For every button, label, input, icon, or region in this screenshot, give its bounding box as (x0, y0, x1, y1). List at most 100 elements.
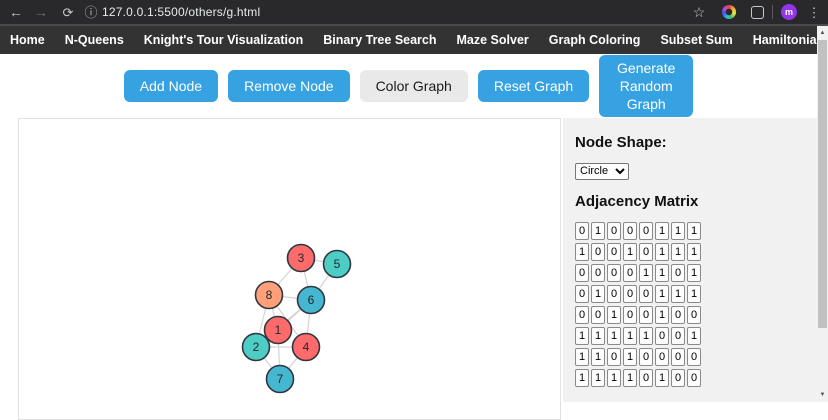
matrix-cell-2-1[interactable] (575, 242, 589, 261)
nav-item-home[interactable]: Home (10, 33, 45, 47)
address-bar[interactable]: 127.0.0.1:5500/others/g.html (102, 5, 261, 19)
scrollbar-up-icon[interactable]: ▲ (819, 30, 826, 36)
matrix-cell-7-1[interactable] (575, 347, 589, 366)
matrix-cell-1-6[interactable] (655, 221, 669, 240)
matrix-cell-1-4[interactable] (623, 221, 637, 240)
menu-kebab-icon[interactable]: ⋮ (807, 4, 821, 20)
nav-item-knight-s-tour-visualization[interactable]: Knight's Tour Visualization (143, 33, 304, 47)
matrix-cell-6-6[interactable] (655, 326, 669, 345)
graph-node-4[interactable]: 4 (291, 332, 321, 362)
matrix-cell-3-7[interactable] (671, 263, 685, 282)
matrix-cell-4-8[interactable] (687, 284, 701, 303)
matrix-cell-6-8[interactable] (687, 326, 701, 345)
matrix-cell-5-5[interactable] (639, 305, 653, 324)
matrix-cell-6-7[interactable] (671, 326, 685, 345)
matrix-cell-6-2[interactable] (591, 326, 605, 345)
matrix-cell-5-3[interactable] (607, 305, 621, 324)
bookmark-star-icon[interactable]: ☆ (692, 4, 706, 20)
matrix-cell-8-4[interactable] (623, 368, 637, 387)
matrix-cell-3-2[interactable] (591, 263, 605, 282)
matrix-cell-1-7[interactable] (671, 221, 685, 240)
color-graph-button[interactable]: Color Graph (359, 70, 468, 102)
matrix-cell-3-3[interactable] (607, 263, 621, 282)
profile-avatar[interactable]: m (781, 4, 797, 20)
graph-node-8[interactable]: 8 (254, 280, 284, 310)
add-node-button[interactable]: Add Node (123, 70, 219, 102)
matrix-cell-7-7[interactable] (671, 347, 685, 366)
matrix-cell-5-4[interactable] (623, 305, 637, 324)
matrix-cell-8-8[interactable] (687, 368, 701, 387)
reset-graph-button[interactable]: Reset Graph (477, 70, 590, 102)
reload-icon[interactable]: ⟳ (62, 4, 74, 20)
matrix-cell-4-3[interactable] (607, 284, 621, 303)
matrix-cell-6-4[interactable] (623, 326, 637, 345)
scrollbar-thumb[interactable] (818, 40, 827, 328)
matrix-cell-8-7[interactable] (671, 368, 685, 387)
matrix-cell-7-8[interactable] (687, 347, 701, 366)
site-info-icon[interactable]: ⓘ (84, 4, 98, 20)
matrix-cell-3-1[interactable] (575, 263, 589, 282)
matrix-cell-2-8[interactable] (687, 242, 701, 261)
matrix-cell-7-5[interactable] (639, 347, 653, 366)
graph-node-5[interactable]: 5 (322, 249, 352, 279)
matrix-cell-7-3[interactable] (607, 347, 621, 366)
matrix-cell-2-4[interactable] (623, 242, 637, 261)
graph-node-7[interactable]: 7 (265, 364, 295, 394)
matrix-cell-2-7[interactable] (671, 242, 685, 261)
matrix-cell-3-4[interactable] (623, 263, 637, 282)
node-shape-select[interactable]: Circle (575, 162, 629, 180)
matrix-cell-3-5[interactable] (639, 263, 653, 282)
matrix-cell-8-1[interactable] (575, 368, 589, 387)
matrix-cell-1-5[interactable] (639, 221, 653, 240)
matrix-cell-5-8[interactable] (687, 305, 701, 324)
matrix-cell-8-6[interactable] (655, 368, 669, 387)
matrix-cell-3-6[interactable] (655, 263, 669, 282)
nav-item-graph-coloring[interactable]: Graph Coloring (548, 33, 641, 47)
matrix-cell-1-1[interactable] (575, 221, 589, 240)
graph-node-2[interactable]: 2 (241, 332, 271, 362)
matrix-cell-8-3[interactable] (607, 368, 621, 387)
graph-node-6[interactable]: 6 (296, 285, 326, 315)
matrix-cell-5-6[interactable] (655, 305, 669, 324)
matrix-cell-2-2[interactable] (591, 242, 605, 261)
matrix-cell-4-1[interactable] (575, 284, 589, 303)
nav-item-binary-tree-search[interactable]: Binary Tree Search (323, 33, 437, 47)
extensions-icon[interactable] (751, 6, 764, 19)
matrix-cell-5-7[interactable] (671, 305, 685, 324)
matrix-cell-4-7[interactable] (671, 284, 685, 303)
matrix-cell-2-6[interactable] (655, 242, 669, 261)
scrollbar-down-icon[interactable]: ▼ (819, 392, 826, 398)
nav-item-maze-solver[interactable]: Maze Solver (456, 33, 529, 47)
matrix-cell-1-8[interactable] (687, 221, 701, 240)
back-icon[interactable]: ← (9, 4, 23, 20)
matrix-cell-1-3[interactable] (607, 221, 621, 240)
matrix-cell-5-2[interactable] (591, 305, 605, 324)
matrix-cell-7-4[interactable] (623, 347, 637, 366)
color-wheel-extension-icon[interactable] (722, 5, 736, 19)
forward-icon[interactable]: → (34, 4, 48, 20)
matrix-cell-1-2[interactable] (591, 221, 605, 240)
matrix-cell-7-6[interactable] (655, 347, 669, 366)
matrix-cell-6-5[interactable] (639, 326, 653, 345)
graph-node-1[interactable]: 1 (263, 315, 293, 345)
matrix-cell-2-5[interactable] (639, 242, 653, 261)
matrix-cell-4-5[interactable] (639, 284, 653, 303)
page-scrollbar[interactable]: ▲ ▼ (817, 26, 828, 402)
nav-item-hamiltonian-cycle[interactable]: Hamiltonian Cycle (752, 33, 828, 47)
matrix-cell-6-3[interactable] (607, 326, 621, 345)
matrix-cell-7-2[interactable] (591, 347, 605, 366)
matrix-cell-8-2[interactable] (591, 368, 605, 387)
nav-item-subset-sum[interactable]: Subset Sum (660, 33, 733, 47)
generate-random-graph-button[interactable]: Generate Random Graph (599, 54, 694, 118)
matrix-cell-3-8[interactable] (687, 263, 701, 282)
matrix-cell-8-5[interactable] (639, 368, 653, 387)
matrix-cell-2-3[interactable] (607, 242, 621, 261)
matrix-cell-4-2[interactable] (591, 284, 605, 303)
matrix-cell-4-4[interactable] (623, 284, 637, 303)
matrix-cell-5-1[interactable] (575, 305, 589, 324)
matrix-cell-4-6[interactable] (655, 284, 669, 303)
matrix-cell-6-1[interactable] (575, 326, 589, 345)
nav-item-n-queens[interactable]: N-Queens (64, 33, 124, 47)
remove-node-button[interactable]: Remove Node (228, 70, 350, 102)
